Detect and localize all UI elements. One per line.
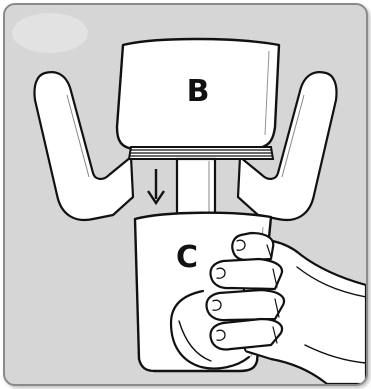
right-handle xyxy=(236,71,338,222)
label-b: B xyxy=(187,74,210,109)
assembly-diagram: B C xyxy=(12,13,366,384)
corner-highlight xyxy=(12,13,88,53)
part-b: B xyxy=(115,37,281,160)
down-arrow-icon xyxy=(147,169,165,206)
illustration-frame: B C xyxy=(3,3,368,386)
label-c: C xyxy=(176,240,198,275)
hand xyxy=(169,231,366,384)
left-handle xyxy=(33,71,135,222)
